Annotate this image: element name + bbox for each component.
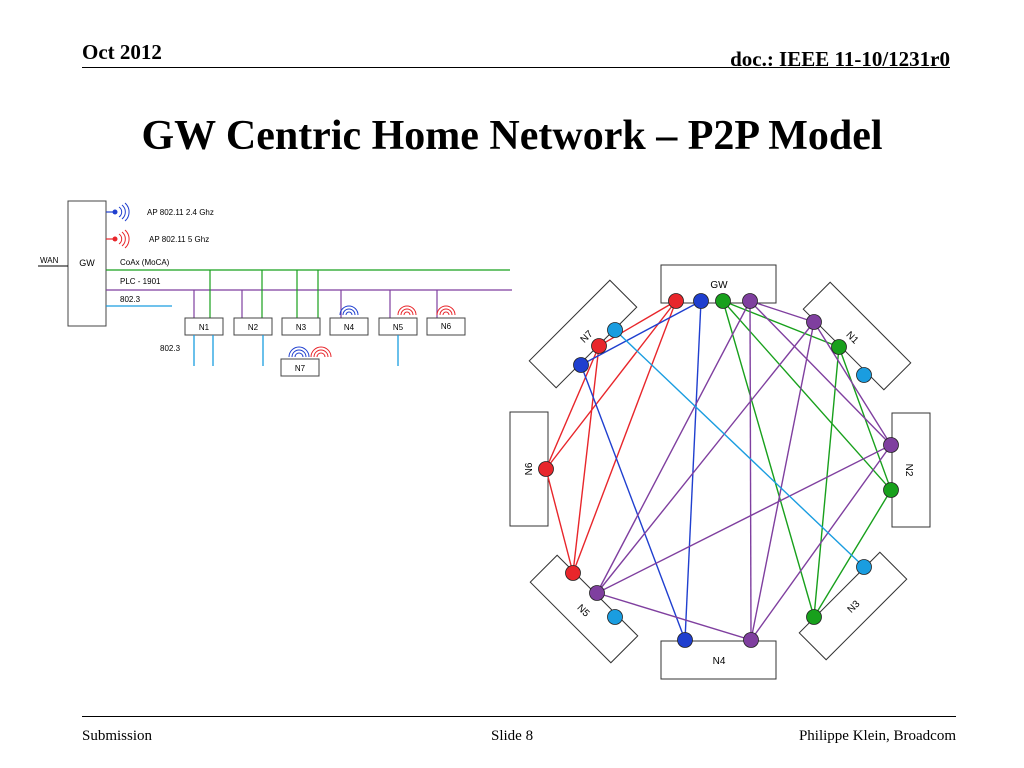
n4-port-blue [677,632,693,648]
left-node-n3-label: N3 [296,323,307,332]
footer-submission: Submission [82,728,153,744]
ap-5-label: AP 802.11 5 Ghz [149,235,209,244]
coax-label: CoAx (MoCA) [120,258,170,267]
ap-5-wave-icon [118,229,130,249]
left-gateway-label: GW [79,258,95,268]
n5-wifi-icon [397,305,417,316]
n5-port-cyan [607,609,623,625]
n1-port-cyan [856,367,872,383]
n5-port-red [565,565,581,581]
mesh-n2-box [891,412,931,528]
ap-24-label: AP 802.11 2.4 Ghz [147,208,214,217]
n3-port-cyan [856,559,872,575]
n7-port-blue [573,357,589,373]
mesh-ports [538,293,899,648]
left-node-n7-label: N7 [295,364,306,373]
n7-wifi-icon [288,346,332,358]
footer-rule [82,716,956,717]
left-node-n5-label: N5 [393,323,404,332]
footer-author: Philippe Klein, Broadcom [798,728,956,744]
left-node-n2-label: N2 [248,323,259,332]
mesh-n4-label: N4 [713,656,726,667]
n1-port-purple [806,314,822,330]
left-node-n1 [184,317,224,336]
gw-port-blue [693,293,709,309]
left-node-n3 [281,317,321,336]
n7-port-cyan [607,322,623,338]
left-node-n6-label: N6 [441,322,452,331]
n4-port-purple [743,632,759,648]
p2p-mesh: GW N1 N2 N3 N4 N5 N6 N7 [509,264,931,680]
ap-5-dot [112,236,118,242]
node-drops [193,270,438,318]
left-topology: GW WAN AP 802.11 2.4 Ghz AP 802.11 5 Ghz… [38,200,512,377]
gw-port-green [715,293,731,309]
ethernet-label: 802.3 [120,295,141,304]
left-node-n1-label: N1 [199,323,210,332]
mesh-n4-box [660,640,777,680]
mesh-links [545,300,892,641]
mesh-n2-label: N2 [903,464,914,477]
n1-port-green [831,339,847,355]
footer-slide-number: Slide 8 [491,728,534,744]
left-gateway-box [67,200,107,327]
n5-port-purple [589,585,605,601]
left-node-n4-label: N4 [344,323,355,332]
left-node-n2 [233,317,273,336]
ap-24-dot [112,209,118,215]
n6-wifi-icon [436,305,456,316]
ethernet-drops [193,335,399,366]
ap-24-wave-icon [118,202,130,222]
mesh-gw-label: GW [710,280,728,291]
plc-label: PLC - 1901 [120,277,161,286]
mesh-n6-label: N6 [524,462,535,475]
n6-port-red [538,461,554,477]
header-date: Oct 2012 [82,40,162,64]
n4-wifi-icon [339,305,359,316]
left-node-n4 [329,317,369,336]
mesh-n3-box [798,551,908,661]
gw-port-red [668,293,684,309]
n3-port-green [806,609,822,625]
gw-port-purple [742,293,758,309]
n2-port-green [883,482,899,498]
n7-port-red [591,338,607,354]
slide-title: GW Centric Home Network – P2P Model [141,113,883,159]
left-node-n6 [426,317,466,336]
header-rule [82,67,950,68]
left-node-n7 [280,358,320,377]
n2-port-purple [883,437,899,453]
wan-label: WAN [40,256,59,265]
ethernet-lower-label: 802.3 [160,344,181,353]
